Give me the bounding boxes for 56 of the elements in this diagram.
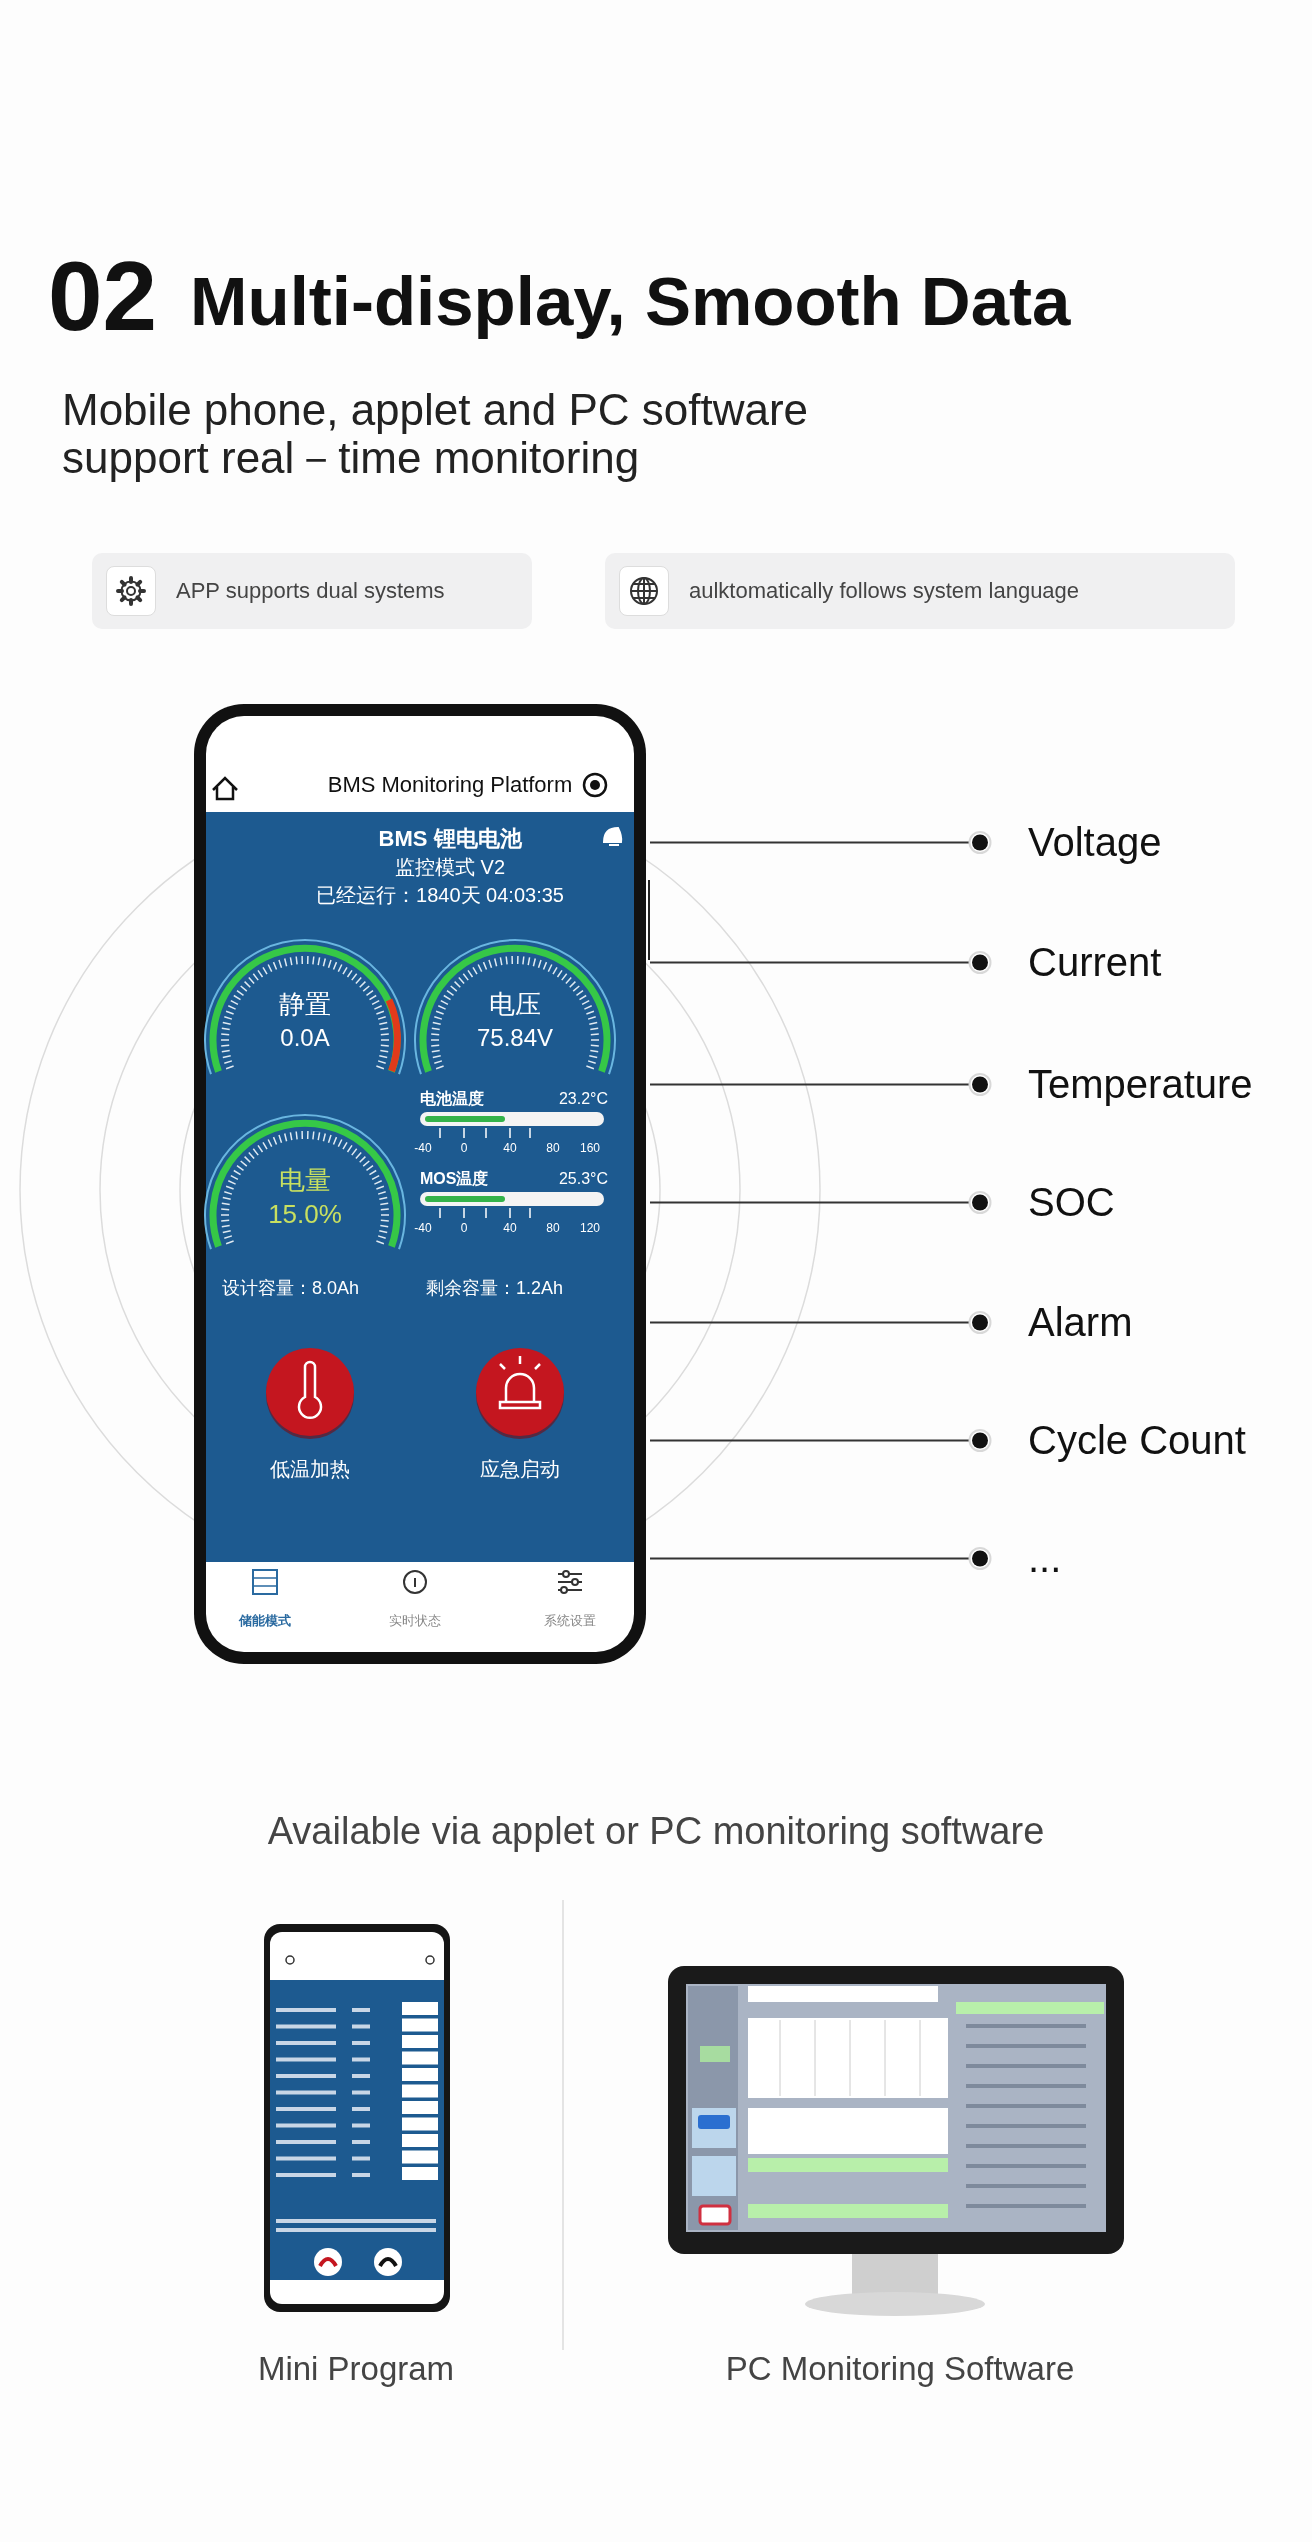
gauge-value: 15.0%	[267, 1200, 343, 1230]
feature-text: APP supports dual systems	[176, 577, 445, 605]
mode-text: 监控模式 V2	[394, 856, 506, 879]
feature-label: Current	[980, 940, 1162, 985]
smartphone-drawing	[262, 1922, 452, 2314]
leader-line	[649, 1191, 992, 1214]
tab-label: 储能模式	[237, 1614, 292, 1629]
scale-tick-label: -40	[413, 1222, 433, 1236]
gauge-value: 75.84V	[475, 1024, 555, 1052]
scale-tick-label: 80	[545, 1142, 561, 1156]
scale-tick-label: 120	[579, 1222, 601, 1236]
leader-line	[649, 1429, 992, 1452]
scale-tick-label: 80	[545, 1222, 561, 1236]
temperature-label: MOS温度	[420, 1170, 490, 1189]
scale-tick-label: 0	[459, 1222, 469, 1236]
feature-label: Temperature	[980, 1062, 1253, 1107]
section-number: 02	[48, 240, 158, 353]
capacity-text: 剩余容量：1.2Ah	[426, 1278, 565, 1299]
tab-label: 系统设置	[543, 1614, 597, 1629]
heading: Multi-display, Smooth Data	[190, 262, 1072, 342]
feature-pill	[92, 553, 532, 629]
tab-label: 实时状态	[388, 1614, 442, 1629]
app-title: BMS Monitoring Platform	[326, 772, 574, 798]
gauge-label: 电压	[488, 990, 542, 1020]
subtitle: Mobile phone, applet and PC software support real－time monitoring	[62, 386, 810, 483]
button-label: 应急启动	[479, 1458, 561, 1481]
feature-label: SOC	[980, 1180, 1115, 1225]
screen-heading: BMS 锂电电池	[377, 826, 523, 852]
feature-label: Alarm	[980, 1300, 1133, 1345]
gauge-value: 0.0A	[279, 1024, 331, 1052]
leader-line	[649, 831, 992, 854]
feature-label: ...	[980, 1536, 1062, 1581]
temperature-value: 23.2°C	[557, 1090, 608, 1109]
gauge-label: 电量	[278, 1166, 332, 1196]
scale-tick-label: -40	[413, 1142, 433, 1156]
node-label: Mini Program	[256, 2350, 456, 2388]
runtime-text: 已经运行：1840天 04:03:35	[315, 884, 565, 907]
feature-text: aulktomatically follows system language	[689, 577, 1080, 605]
node-label: PC Monitoring Software	[724, 2350, 1076, 2388]
button-label: 低温加热	[269, 1458, 351, 1481]
scale-tick-label: 40	[502, 1142, 518, 1156]
feature-pill	[605, 553, 1235, 629]
temperature-label: 电池温度	[420, 1090, 485, 1109]
leader-line	[649, 951, 992, 974]
gauge-label: 静置	[278, 990, 332, 1020]
capacity-text: 设计容量：8.0Ah	[222, 1278, 361, 1299]
feature-label: Cycle Count	[980, 1418, 1246, 1463]
leader-line	[649, 1547, 992, 1570]
leader-line	[649, 1311, 992, 1334]
leader-line	[649, 1073, 992, 1096]
scale-tick-label: 40	[502, 1222, 518, 1236]
section-caption: Available via applet or PC monitoring software	[266, 1810, 1046, 1854]
scale-tick-label: 160	[579, 1142, 601, 1156]
feature-label: Voltage	[980, 820, 1162, 865]
scale-tick-label: 0	[459, 1142, 469, 1156]
temperature-value: 25.3°C	[557, 1170, 608, 1189]
